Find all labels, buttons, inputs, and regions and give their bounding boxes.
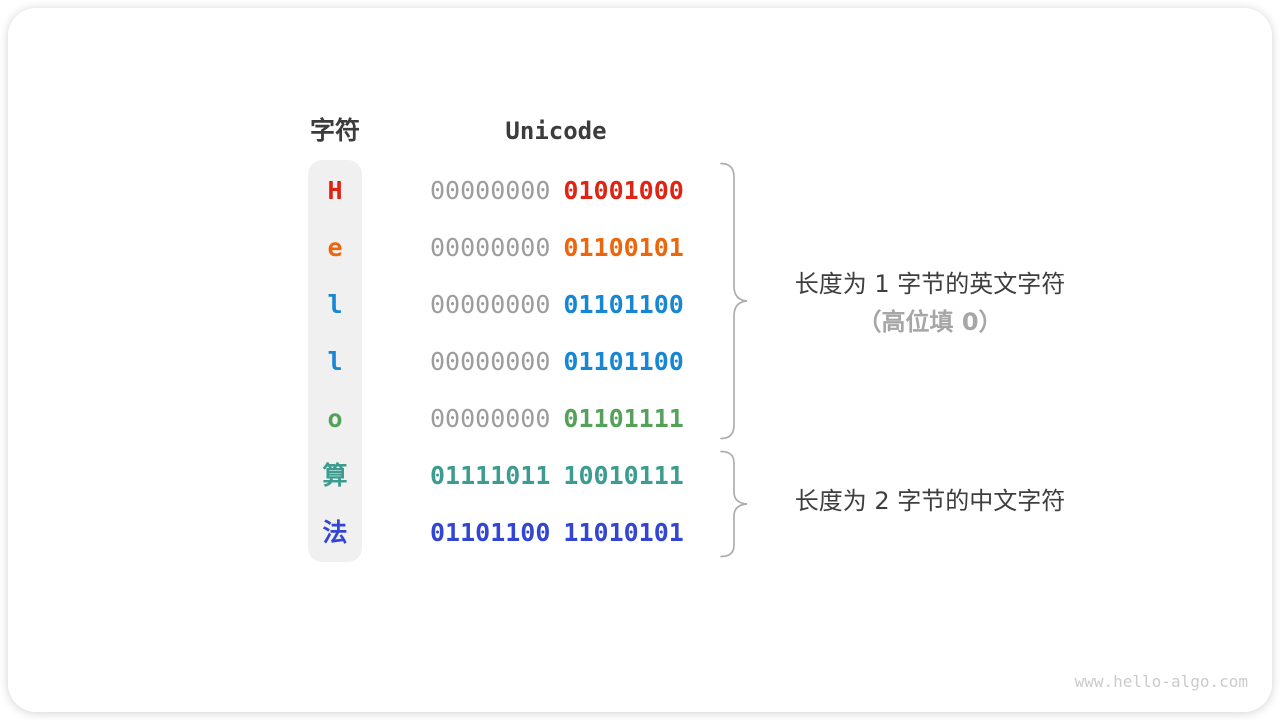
high-byte: 00000000	[430, 176, 551, 205]
character-cell: l	[327, 347, 343, 376]
curly-brace-icon	[720, 450, 748, 558]
high-byte: 00000000	[430, 404, 551, 433]
table-row: o 00000000 01101111	[0, 390, 760, 447]
character-cell: e	[327, 233, 343, 262]
character-cell: 算	[322, 461, 348, 490]
unicode-bits: 00000000 01101100	[430, 333, 684, 390]
annotation-line: 长度为 1 字节的英文字符	[794, 270, 1066, 298]
table-row: l 00000000 01101100	[0, 276, 760, 333]
unicode-bits: 00000000 01100101	[430, 219, 684, 276]
annotation-line: 长度为 2 字节的中文字符	[794, 487, 1066, 515]
low-byte: 01101100	[563, 347, 684, 376]
annotation-chinese-chars: 长度为 2 字节的中文字符	[760, 482, 1100, 520]
low-byte: 10010111	[563, 461, 684, 490]
annotation-english-chars: 长度为 1 字节的英文字符 （高位填 0）	[760, 265, 1100, 341]
character-cell: 法	[322, 518, 348, 547]
unicode-bits: 00000000 01101111	[430, 390, 684, 447]
curly-brace-icon	[720, 162, 748, 440]
unicode-bits: 00000000 01101100	[430, 276, 684, 333]
low-byte: 01101111	[563, 404, 684, 433]
high-byte: 00000000	[430, 233, 551, 262]
unicode-bits: 01111011 10010111	[430, 447, 684, 504]
table-row: H 00000000 01001000	[0, 162, 760, 219]
table-row: e 00000000 01100101	[0, 219, 760, 276]
column-header-character: 字符	[309, 116, 360, 145]
high-byte: 01111011	[430, 461, 551, 490]
low-byte: 01101100	[563, 290, 684, 319]
table-row: 法 01101100 11010101	[0, 504, 760, 561]
low-byte: 01001000	[563, 176, 684, 205]
character-cell: l	[327, 290, 343, 319]
high-byte: 00000000	[430, 290, 551, 319]
unicode-bits: 01101100 11010101	[430, 504, 684, 561]
high-byte: 00000000	[430, 347, 551, 376]
table-row: l 00000000 01101100	[0, 333, 760, 390]
low-byte: 11010101	[563, 518, 684, 547]
annotation-subline: （高位填 0）	[857, 308, 1003, 336]
character-cell: o	[327, 404, 343, 433]
unicode-bits: 00000000 01001000	[430, 162, 684, 219]
character-column-background	[308, 160, 362, 562]
character-cell: H	[327, 176, 343, 205]
diagram-card	[8, 8, 1272, 712]
low-byte: 01100101	[563, 233, 684, 262]
table-row: 算 01111011 10010111	[0, 447, 760, 504]
site-watermark: www.hello-algo.com	[1074, 672, 1248, 691]
column-header-unicode: Unicode	[505, 117, 607, 145]
high-byte: 01101100	[430, 518, 551, 547]
